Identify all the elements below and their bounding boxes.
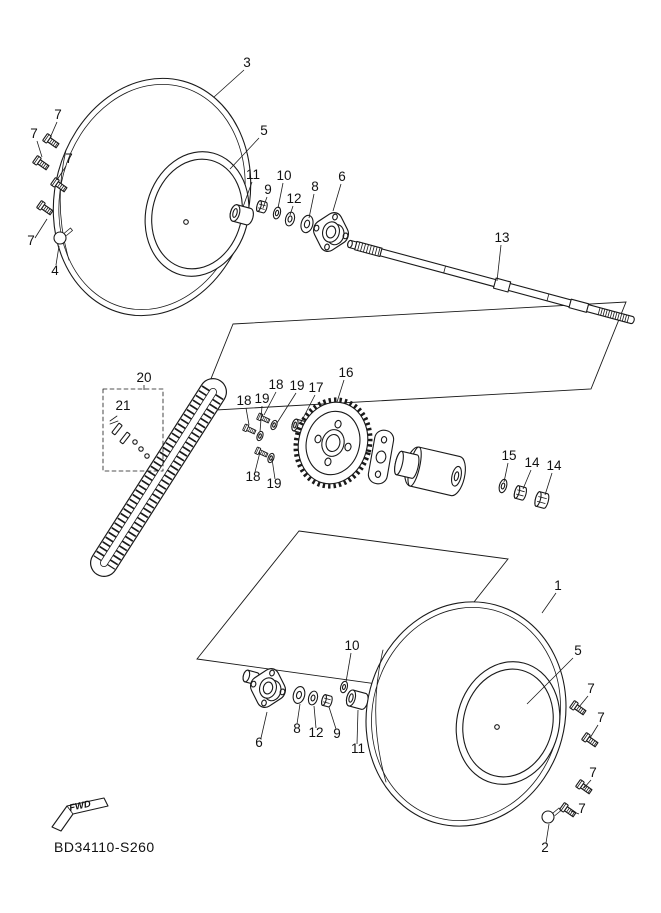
callout-label: 11: [351, 741, 365, 756]
callout-label: 13: [494, 230, 509, 245]
callout-label: 4: [51, 263, 59, 278]
callout-label: 12: [308, 725, 323, 740]
front-wheel-hub: [312, 211, 350, 253]
rear-tire: [365, 601, 567, 827]
callout-label: 12: [286, 191, 301, 206]
fwd-symbol: FWD: [51, 797, 109, 832]
rear-washer-small: [339, 680, 349, 694]
rear-rim: [455, 661, 561, 785]
rear-axle-shaft: [347, 239, 635, 325]
callout-label: 21: [115, 398, 130, 413]
callout-label: 8: [293, 721, 301, 736]
callout-label: 14: [546, 458, 562, 473]
callout-label: 10: [344, 638, 359, 653]
callout-label: 7: [54, 107, 62, 122]
callout-label: 7: [589, 765, 597, 780]
carrier-washer: [498, 478, 508, 494]
leader-lines: [34, 69, 599, 844]
callout-label: 5: [260, 123, 268, 138]
callout-label: 15: [501, 448, 516, 463]
callout-label: 16: [338, 365, 353, 380]
carrier-nut-1: [513, 485, 528, 501]
callout-label: 9: [264, 182, 272, 197]
callout-label: 18: [236, 393, 251, 408]
front-tire: [52, 77, 252, 317]
callout-label: 9: [333, 726, 341, 741]
callout-label: 7: [597, 710, 605, 725]
front-washer-mid: [284, 211, 296, 227]
callout-label: 7: [578, 801, 586, 816]
callout-label: 6: [338, 169, 346, 184]
rear-washer-mid: [307, 690, 319, 706]
callout-label: 19: [266, 476, 281, 491]
callout-label: 18: [268, 377, 283, 392]
callout-labels: 3 7 7 7 7 4 5 11 9 10 12 8 6 13 20 21 18…: [27, 55, 605, 855]
rear-spacer-collar: [345, 689, 369, 710]
callout-label: 18: [245, 469, 260, 484]
link-plate: [111, 422, 123, 436]
callout-label: 7: [65, 151, 73, 166]
front-spacer-collar: [229, 204, 254, 226]
callout-label: 3: [243, 55, 251, 70]
front-washer-large: [300, 214, 314, 234]
front-ball: [53, 227, 73, 245]
callout-label: 17: [308, 380, 323, 395]
rear-washer-large: [292, 686, 306, 704]
bearing-housing: [394, 446, 466, 497]
callout-label: 5: [574, 643, 582, 658]
callout-label: 19: [289, 378, 304, 393]
callout-label: 7: [27, 233, 35, 248]
front-axle-nut: [256, 200, 268, 214]
carrier-nut-2: [534, 491, 550, 509]
callout-label: 1: [554, 578, 562, 593]
fwd-label: FWD: [68, 799, 92, 814]
hub-center-mark: [183, 219, 189, 225]
callout-label: 11: [246, 167, 260, 182]
bearing-bracket: [367, 429, 395, 485]
link-plate: [119, 431, 131, 445]
callout-label: 6: [255, 735, 263, 750]
front-rim: [144, 151, 250, 277]
callout-label: 2: [541, 840, 549, 855]
tread-arc: [375, 649, 387, 783]
driven-sprocket: [293, 397, 373, 489]
master-link-detail-box: [102, 388, 164, 472]
callout-label: 8: [311, 179, 319, 194]
diagram-code: BD34110-S260: [54, 839, 155, 855]
callout-label: 20: [136, 370, 151, 385]
callout-label: 10: [276, 168, 291, 183]
rear-wheel-hub: [242, 667, 287, 709]
callout-label: 14: [524, 455, 540, 470]
tread-arc: [59, 149, 70, 261]
rear-ball: [541, 807, 562, 824]
hub-center-mark: [494, 724, 500, 730]
rear-axle-nut: [321, 694, 333, 708]
callout-label: 19: [254, 391, 269, 406]
front-washer-small: [272, 206, 282, 220]
link-clip: [109, 415, 119, 425]
drive-chain: [90, 378, 227, 577]
callout-label: 7: [587, 681, 595, 696]
callout-label: 7: [30, 126, 38, 141]
